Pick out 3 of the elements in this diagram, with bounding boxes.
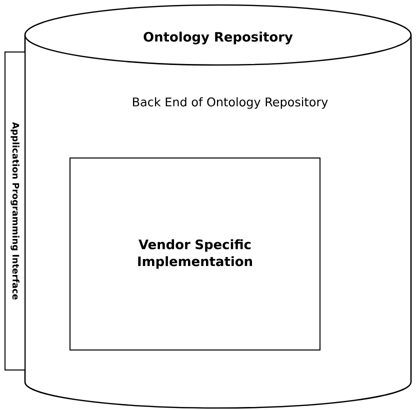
- interface-bar: Application Programming Interface: [4, 52, 26, 370]
- component-box: Vendor Specific Implementation: [70, 158, 320, 350]
- node-label: Back End of Ontology Repository: [133, 97, 328, 109]
